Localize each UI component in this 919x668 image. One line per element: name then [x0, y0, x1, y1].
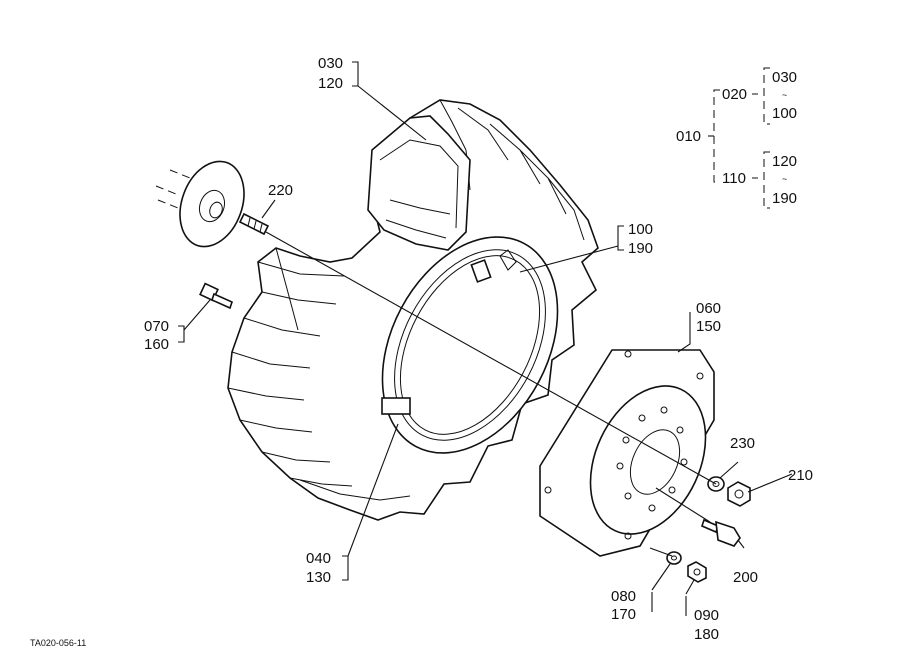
callout-060: 060 — [696, 300, 721, 317]
leader-lines — [178, 61, 793, 616]
assembly-tree-lines — [708, 67, 770, 209]
wheel-disc — [539, 349, 715, 557]
tree-range-from-120: 120 — [772, 153, 797, 170]
callout-070: 070 — [144, 318, 169, 335]
callout-130: 130 — [306, 569, 331, 586]
tree-range-sep-2: ~ — [782, 174, 787, 184]
wheel-rim — [381, 236, 559, 454]
callout-170: 170 — [611, 606, 636, 623]
bolt-070 — [199, 282, 233, 310]
tree-range-to-190: 190 — [772, 190, 797, 207]
callout-labels: 030 120 220 100 190 070 160 060 150 230 … — [144, 55, 813, 643]
tree-root-010: 010 — [676, 128, 701, 145]
tree-group-110: 110 — [722, 170, 746, 187]
tire-section — [367, 115, 471, 251]
callout-030: 030 — [318, 55, 343, 72]
bolt-200 — [701, 518, 741, 547]
tree-range-from-030: 030 — [772, 69, 797, 86]
callout-180: 180 — [694, 626, 719, 643]
callout-210: 210 — [788, 467, 813, 484]
callout-040: 040 — [306, 550, 331, 567]
callout-100: 100 — [628, 221, 653, 238]
hub-flange — [155, 160, 245, 248]
stud-220 — [238, 212, 270, 236]
figure-code: TA020-056-11 — [30, 638, 86, 648]
callout-090: 090 — [694, 607, 719, 624]
callout-220: 220 — [268, 182, 293, 199]
callout-080: 080 — [611, 588, 636, 605]
washer-080 — [666, 551, 682, 565]
callout-190: 190 — [628, 240, 653, 257]
callout-120: 120 — [318, 75, 343, 92]
assembly-tree-labels: 010 020 030 ~ 100 110 120 ~ 190 — [676, 69, 797, 207]
nut-210 — [727, 481, 751, 507]
callout-160: 160 — [144, 336, 169, 353]
tree-range-sep-1: ~ — [782, 90, 787, 100]
nut-090 — [687, 561, 707, 583]
disc-bolt-holes — [544, 350, 704, 540]
tree-range-to-100: 100 — [772, 105, 797, 122]
callout-150: 150 — [696, 318, 721, 335]
callout-200: 200 — [733, 569, 758, 586]
callout-230: 230 — [730, 435, 755, 452]
tree-group-020: 020 — [722, 86, 747, 103]
